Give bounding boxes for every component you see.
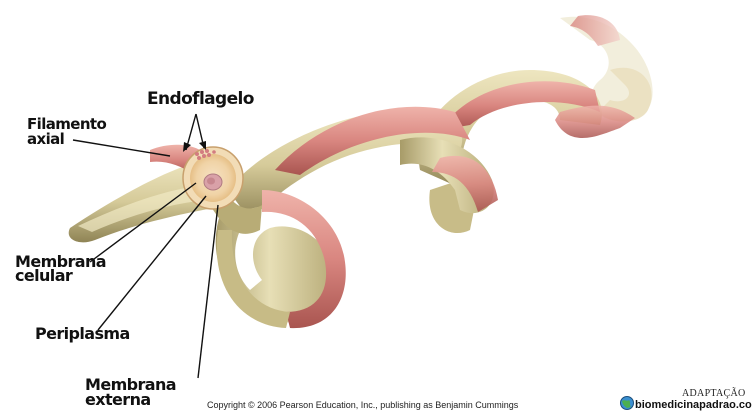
site-watermark: biomedicinapadrao.com bbox=[635, 399, 752, 411]
label-filamento-axial: Filamento axial bbox=[27, 117, 106, 147]
leader-membrana-externa bbox=[198, 205, 218, 378]
label-filamento-axial-line2: axial bbox=[27, 132, 106, 147]
adaptacao-label: ADAPTAÇÃO bbox=[682, 388, 746, 399]
label-membrana-celular: Membrana celular bbox=[15, 255, 106, 283]
label-membrana-externa: Membrana externa bbox=[85, 377, 176, 407]
globe-icon bbox=[621, 397, 634, 410]
label-periplasma: Periplasma bbox=[35, 326, 130, 341]
cross-section bbox=[183, 147, 243, 209]
label-membrana-externa-line2: externa bbox=[85, 392, 176, 407]
label-endoflagelo: Endoflagelo bbox=[147, 92, 254, 107]
copyright-notice: Copyright © 2006 Pearson Education, Inc.… bbox=[207, 400, 518, 410]
label-membrana-celular-line2: celular bbox=[15, 269, 106, 283]
